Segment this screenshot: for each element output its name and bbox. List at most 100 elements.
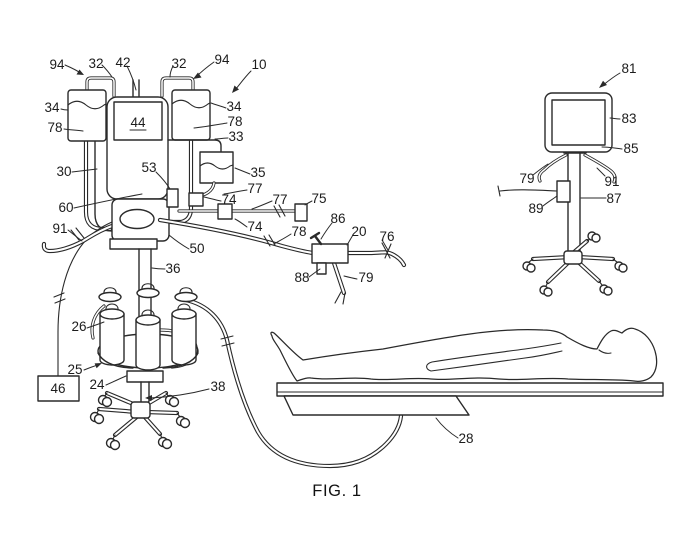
ref-label-44: 44 — [130, 115, 146, 130]
container-35 — [199, 151, 234, 184]
ref-label-87: 87 — [606, 191, 621, 206]
ref-label-81: 81 — [621, 61, 636, 76]
ref-label-32-right: 32 — [171, 56, 186, 71]
tube-91-left — [42, 225, 113, 252]
ref-label-91-right: 91 — [604, 174, 619, 189]
tube-set — [157, 181, 407, 305]
ref-label-36: 36 — [165, 261, 180, 276]
ref-label-78-right: 78 — [227, 114, 242, 129]
ref-label-20: 20 — [351, 224, 366, 239]
monitor-casters — [522, 231, 628, 297]
pump-stand — [89, 283, 404, 469]
hook-arm-left — [538, 154, 567, 182]
ref-label-24: 24 — [89, 377, 105, 392]
ref-label-26: 26 — [71, 319, 86, 334]
ref-label-10: 10 — [251, 57, 266, 72]
ref-label-38: 38 — [210, 379, 225, 394]
ref-label-91-left: 91 — [52, 221, 67, 236]
ref-label-78-mid: 78 — [291, 224, 306, 239]
figure-caption: FIG. 1 — [312, 482, 361, 500]
center-post — [132, 79, 140, 100]
line-33 — [167, 139, 222, 153]
table-top — [276, 382, 664, 397]
hose-wrap-left — [91, 305, 105, 339]
ref-label-76: 76 — [379, 229, 394, 244]
ref-label-60: 60 — [58, 200, 73, 215]
console-display — [113, 101, 163, 141]
ref-label-53: 53 — [141, 160, 156, 175]
clamp-76 — [381, 242, 392, 259]
ref-label-88: 88 — [294, 270, 309, 285]
patient-jaw-line — [598, 349, 612, 354]
console-mount-block — [109, 238, 158, 250]
ref-label-86: 86 — [330, 211, 345, 226]
ref-label-78-left: 78 — [47, 120, 62, 135]
ref-label-74-lower: 74 — [247, 219, 263, 234]
console-cable — [57, 221, 113, 377]
connector-74-lower — [217, 203, 233, 220]
ref-label-32-left: 32 — [88, 56, 103, 71]
connector-75 — [294, 203, 308, 222]
ref-label-77-lower: 77 — [272, 192, 287, 207]
ref-label-94-left: 94 — [49, 57, 65, 72]
reference-labels: 94 32 42 32 94 10 34 78 34 78 33 30 53 3… — [44, 52, 638, 446]
ref-label-79-mid: 79 — [358, 270, 373, 285]
pump-base-hub — [130, 401, 151, 419]
pump-base — [89, 390, 191, 451]
ref-label-94-right: 94 — [214, 52, 230, 67]
hanger-left — [86, 77, 115, 105]
ref-label-28: 28 — [458, 431, 473, 446]
ref-label-79-right: 79 — [519, 171, 534, 186]
tube-76 — [347, 251, 405, 266]
perfusion-console — [41, 76, 234, 377]
table-pedestal — [283, 395, 470, 416]
valve-86 — [309, 231, 323, 246]
box-46-outline — [37, 375, 80, 402]
pump-cylinders-back — [98, 283, 198, 303]
stub-88 — [316, 262, 327, 275]
control-box-46 — [37, 375, 80, 402]
ref-label-50: 50 — [189, 241, 204, 256]
hanger-right — [161, 77, 194, 97]
monitor-base — [522, 231, 628, 297]
ref-label-89: 89 — [528, 201, 543, 216]
tube-79-mid — [333, 262, 345, 294]
hose-break-mark — [220, 335, 235, 347]
connector-74-upper — [188, 192, 204, 207]
solution-bag-left — [67, 89, 107, 142]
leader-lines — [60, 61, 623, 439]
bag-fluid-level — [171, 99, 211, 109]
ref-label-83: 83 — [621, 111, 636, 126]
ref-label-75: 75 — [311, 191, 326, 206]
pump-pole-lower — [140, 381, 150, 405]
ref-label-85: 85 — [623, 141, 638, 156]
patient-arm — [426, 342, 563, 372]
hose-to-table — [185, 299, 402, 467]
cable-break-mark — [53, 292, 66, 304]
ref-label-77-upper: 77 — [247, 181, 262, 196]
tube-79-fork — [334, 291, 346, 305]
ref-label-74-upper: 74 — [221, 192, 237, 207]
ref-label-34-right: 34 — [226, 99, 242, 114]
solution-bag-right — [171, 89, 211, 141]
ref-label-25: 25 — [67, 362, 82, 377]
patient-table — [270, 327, 664, 416]
console-oval-port — [119, 208, 155, 230]
ref-label-35: 35 — [250, 165, 265, 180]
monitor-cart — [497, 92, 628, 297]
tube-77-break-mark — [273, 204, 286, 218]
device-20 — [311, 243, 349, 264]
connector-24 — [126, 370, 164, 383]
module-89 — [556, 180, 571, 203]
ref-label-33: 33 — [228, 129, 243, 144]
tube-78-break-mark — [263, 234, 276, 247]
bag-fluid-level — [67, 100, 107, 110]
pump-cylinders-front — [99, 303, 197, 371]
patient-outline — [270, 327, 658, 382]
connector-53 — [166, 188, 179, 208]
ref-label-42: 42 — [115, 55, 130, 70]
container-fluid-level — [199, 162, 234, 170]
cable-89 — [497, 185, 558, 197]
